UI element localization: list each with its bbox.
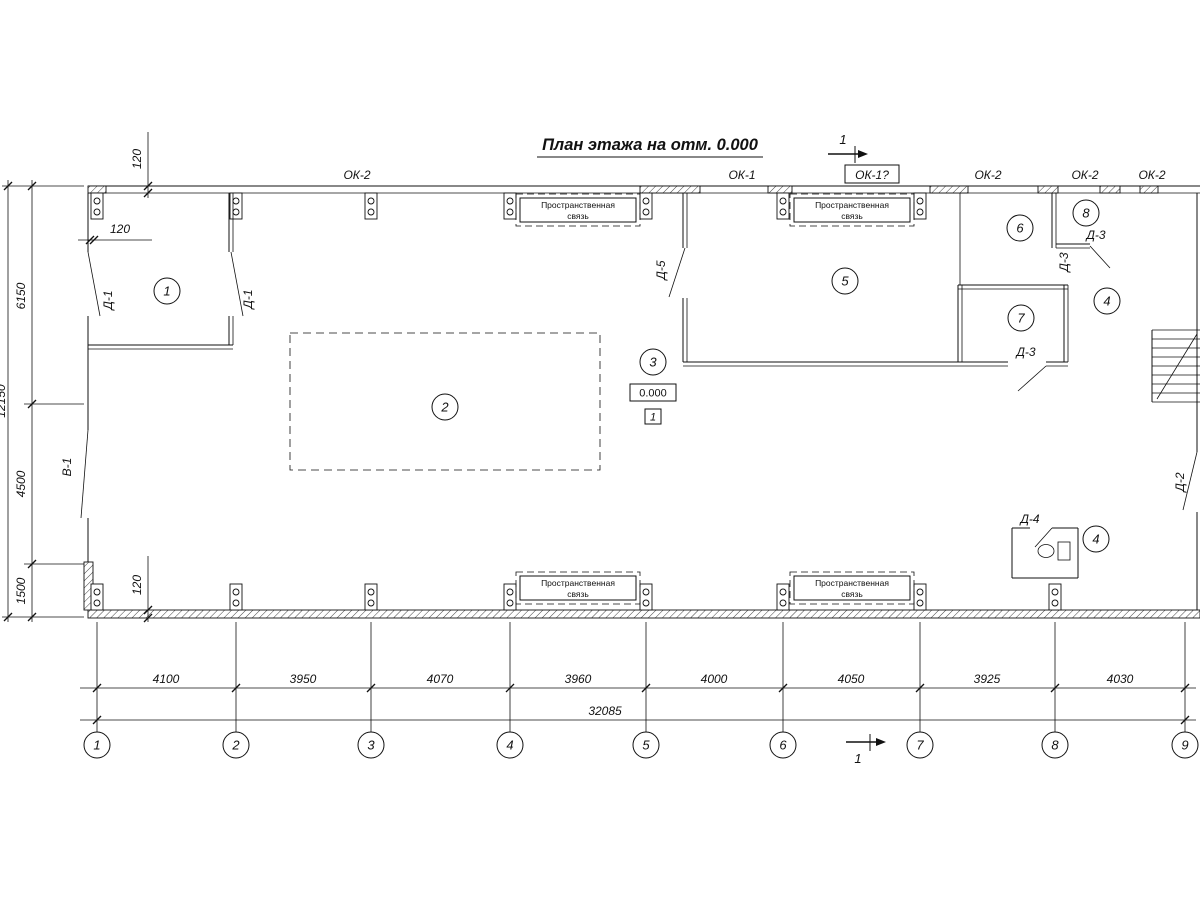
drawing-title: План этажа на отм. 0.000 bbox=[537, 136, 763, 158]
window-label-ok2-c: ОК-2 bbox=[1071, 168, 1098, 182]
door-label-d3-vert: Д-3 bbox=[1057, 252, 1071, 273]
door-labels: Д-1 Д-1 Д-5 Д-3 Д-3 Д-3 Д-4 Д-2 В-1 bbox=[60, 228, 1187, 526]
partitions-room-8 bbox=[1051, 193, 1090, 249]
spatial-link-line2: связь bbox=[567, 589, 589, 599]
door-leaf-d3-room7 bbox=[1017, 365, 1047, 392]
grid-axis-8: 8 bbox=[1051, 738, 1059, 753]
dim-left-6150: 6150 bbox=[14, 282, 28, 309]
dim-span-4-5: 3960 bbox=[565, 672, 592, 686]
room-5-number: 5 bbox=[841, 274, 849, 289]
door-label-d3-room8: Д-3 bbox=[1084, 228, 1105, 242]
door-leaf-d1-left bbox=[87, 251, 101, 317]
grid-axis-6: 6 bbox=[779, 738, 787, 753]
room-8-number: 8 bbox=[1082, 206, 1090, 221]
door-leaf-d2 bbox=[1182, 451, 1198, 511]
room-6-number: 6 bbox=[1016, 221, 1024, 236]
spatial-link-bottom-left: Пространственная связь bbox=[515, 571, 641, 605]
section-number-top: 1 bbox=[839, 132, 846, 147]
window-label-ok2-a: ОК-2 bbox=[343, 168, 370, 182]
door-label-d5: Д-5 bbox=[654, 260, 668, 281]
spatial-link-bottom-right: Пространственная связь bbox=[789, 571, 915, 605]
dimensions-left: 6150 4500 1500 12150 120 120 120 bbox=[0, 132, 153, 623]
window-labels: ОК-2 ОК-1 ОК-1? ОК-2 ОК-2 ОК-2 bbox=[343, 164, 1166, 184]
elevation-mark: 0.000 1 bbox=[629, 383, 677, 425]
staircase bbox=[1151, 329, 1200, 403]
dim-span-6-7: 4050 bbox=[838, 672, 865, 686]
dim-span-2-3: 3950 bbox=[290, 672, 317, 686]
dim-span-8-9: 4030 bbox=[1107, 672, 1134, 686]
spatial-link-line1: Пространственная bbox=[541, 578, 615, 588]
spatial-link-top-right: Пространственная связь bbox=[789, 193, 915, 227]
room-1-number: 1 bbox=[163, 284, 170, 299]
floor-type-mark: 1 bbox=[650, 412, 656, 424]
dim-span-1-2: 4100 bbox=[153, 672, 180, 686]
room-3-number: 3 bbox=[649, 355, 657, 370]
gate-leaf-v1 bbox=[80, 429, 89, 519]
grid-axis-4: 4 bbox=[506, 738, 513, 753]
grid-axis-7: 7 bbox=[916, 738, 924, 753]
grid-axis-bubbles: 1 2 3 4 5 6 7 8 9 bbox=[83, 731, 1199, 759]
door-leaf-d5 bbox=[668, 247, 686, 298]
door-leaf-d1-right bbox=[230, 251, 244, 317]
toilet-bowl bbox=[1037, 544, 1055, 558]
stair-break-line bbox=[1156, 333, 1198, 400]
spatial-link-line2: связь bbox=[567, 211, 589, 221]
window-label-ok2-d: ОК-2 bbox=[1138, 168, 1165, 182]
window-label-ok1: ОК-1 bbox=[728, 168, 755, 182]
door-label-d4: Д-4 bbox=[1018, 512, 1039, 526]
section-mark-top: 1 bbox=[828, 132, 868, 163]
dim-span-5-6: 4000 bbox=[701, 672, 728, 686]
spatial-link-line2: связь bbox=[841, 589, 863, 599]
dim-span-7-8: 3925 bbox=[974, 672, 1001, 686]
dim-span-3-4: 4070 bbox=[427, 672, 454, 686]
dim-total-32085: 32085 bbox=[588, 704, 622, 718]
dim-wall-120-left: 120 bbox=[110, 222, 130, 236]
door-label-d1-left: Д-1 bbox=[101, 290, 115, 311]
window-label-box bbox=[844, 164, 900, 184]
wc-room bbox=[1011, 527, 1079, 579]
section-mark-bottom: 1 bbox=[846, 734, 886, 766]
room-2-number: 2 bbox=[440, 400, 449, 415]
spatial-link-top-left: Пространственная связь bbox=[515, 193, 641, 227]
section-arrow-top bbox=[858, 150, 868, 158]
room-markers: 1 2 3 5 6 7 8 4 4 bbox=[153, 199, 1121, 553]
dim-wall-120-bottom: 120 bbox=[130, 575, 144, 595]
window-label-ok1-query: ОК-1? bbox=[855, 168, 889, 182]
door-swings bbox=[80, 245, 1198, 519]
zone-2-dashed-area bbox=[289, 332, 601, 471]
grid-axis-5: 5 bbox=[642, 738, 650, 753]
partitions-room-5 bbox=[682, 193, 1068, 367]
spatial-link-line1: Пространственная bbox=[541, 200, 615, 210]
dim-left-total-12150: 12150 bbox=[0, 384, 8, 418]
partitions-room-1 bbox=[88, 193, 234, 350]
grid-axis-9: 9 bbox=[1181, 738, 1188, 753]
partitions-rooms-6-7 bbox=[957, 193, 1069, 362]
room-7-number: 7 bbox=[1017, 311, 1025, 326]
grid-axis-1: 1 bbox=[93, 738, 100, 753]
window-label-ok2-b: ОК-2 bbox=[974, 168, 1001, 182]
grid-axis-2: 2 bbox=[231, 738, 240, 753]
room-4-number-lower: 4 bbox=[1092, 532, 1099, 547]
dim-left-1500: 1500 bbox=[14, 577, 28, 604]
section-number-bottom: 1 bbox=[854, 751, 861, 766]
dim-wall-120-top: 120 bbox=[130, 149, 144, 169]
room-4-number-upper: 4 bbox=[1103, 294, 1110, 309]
gate-label-v1: В-1 bbox=[60, 458, 74, 477]
title-text: План этажа на отм. 0.000 bbox=[542, 136, 759, 154]
toilet-tank bbox=[1057, 541, 1071, 561]
elevation-value: 0.000 bbox=[639, 388, 667, 400]
door-label-d3-room7: Д-3 bbox=[1014, 345, 1035, 359]
spatial-link-line1: Пространственная bbox=[815, 200, 889, 210]
spatial-link-line2: связь bbox=[841, 211, 863, 221]
dim-left-4500: 4500 bbox=[14, 470, 28, 497]
door-label-d2: Д-2 bbox=[1173, 472, 1187, 493]
door-leaf-d3-room8 bbox=[1089, 245, 1111, 269]
grid-axis-3: 3 bbox=[367, 738, 375, 753]
dimensions-bottom: 4100 3950 4070 3960 4000 4050 3925 4030 … bbox=[80, 622, 1196, 732]
door-leaf-d4 bbox=[1034, 527, 1053, 548]
spatial-link-line1: Пространственная bbox=[815, 578, 889, 588]
section-arrow-bottom bbox=[876, 738, 886, 746]
door-label-d1-right: Д-1 bbox=[241, 289, 255, 310]
